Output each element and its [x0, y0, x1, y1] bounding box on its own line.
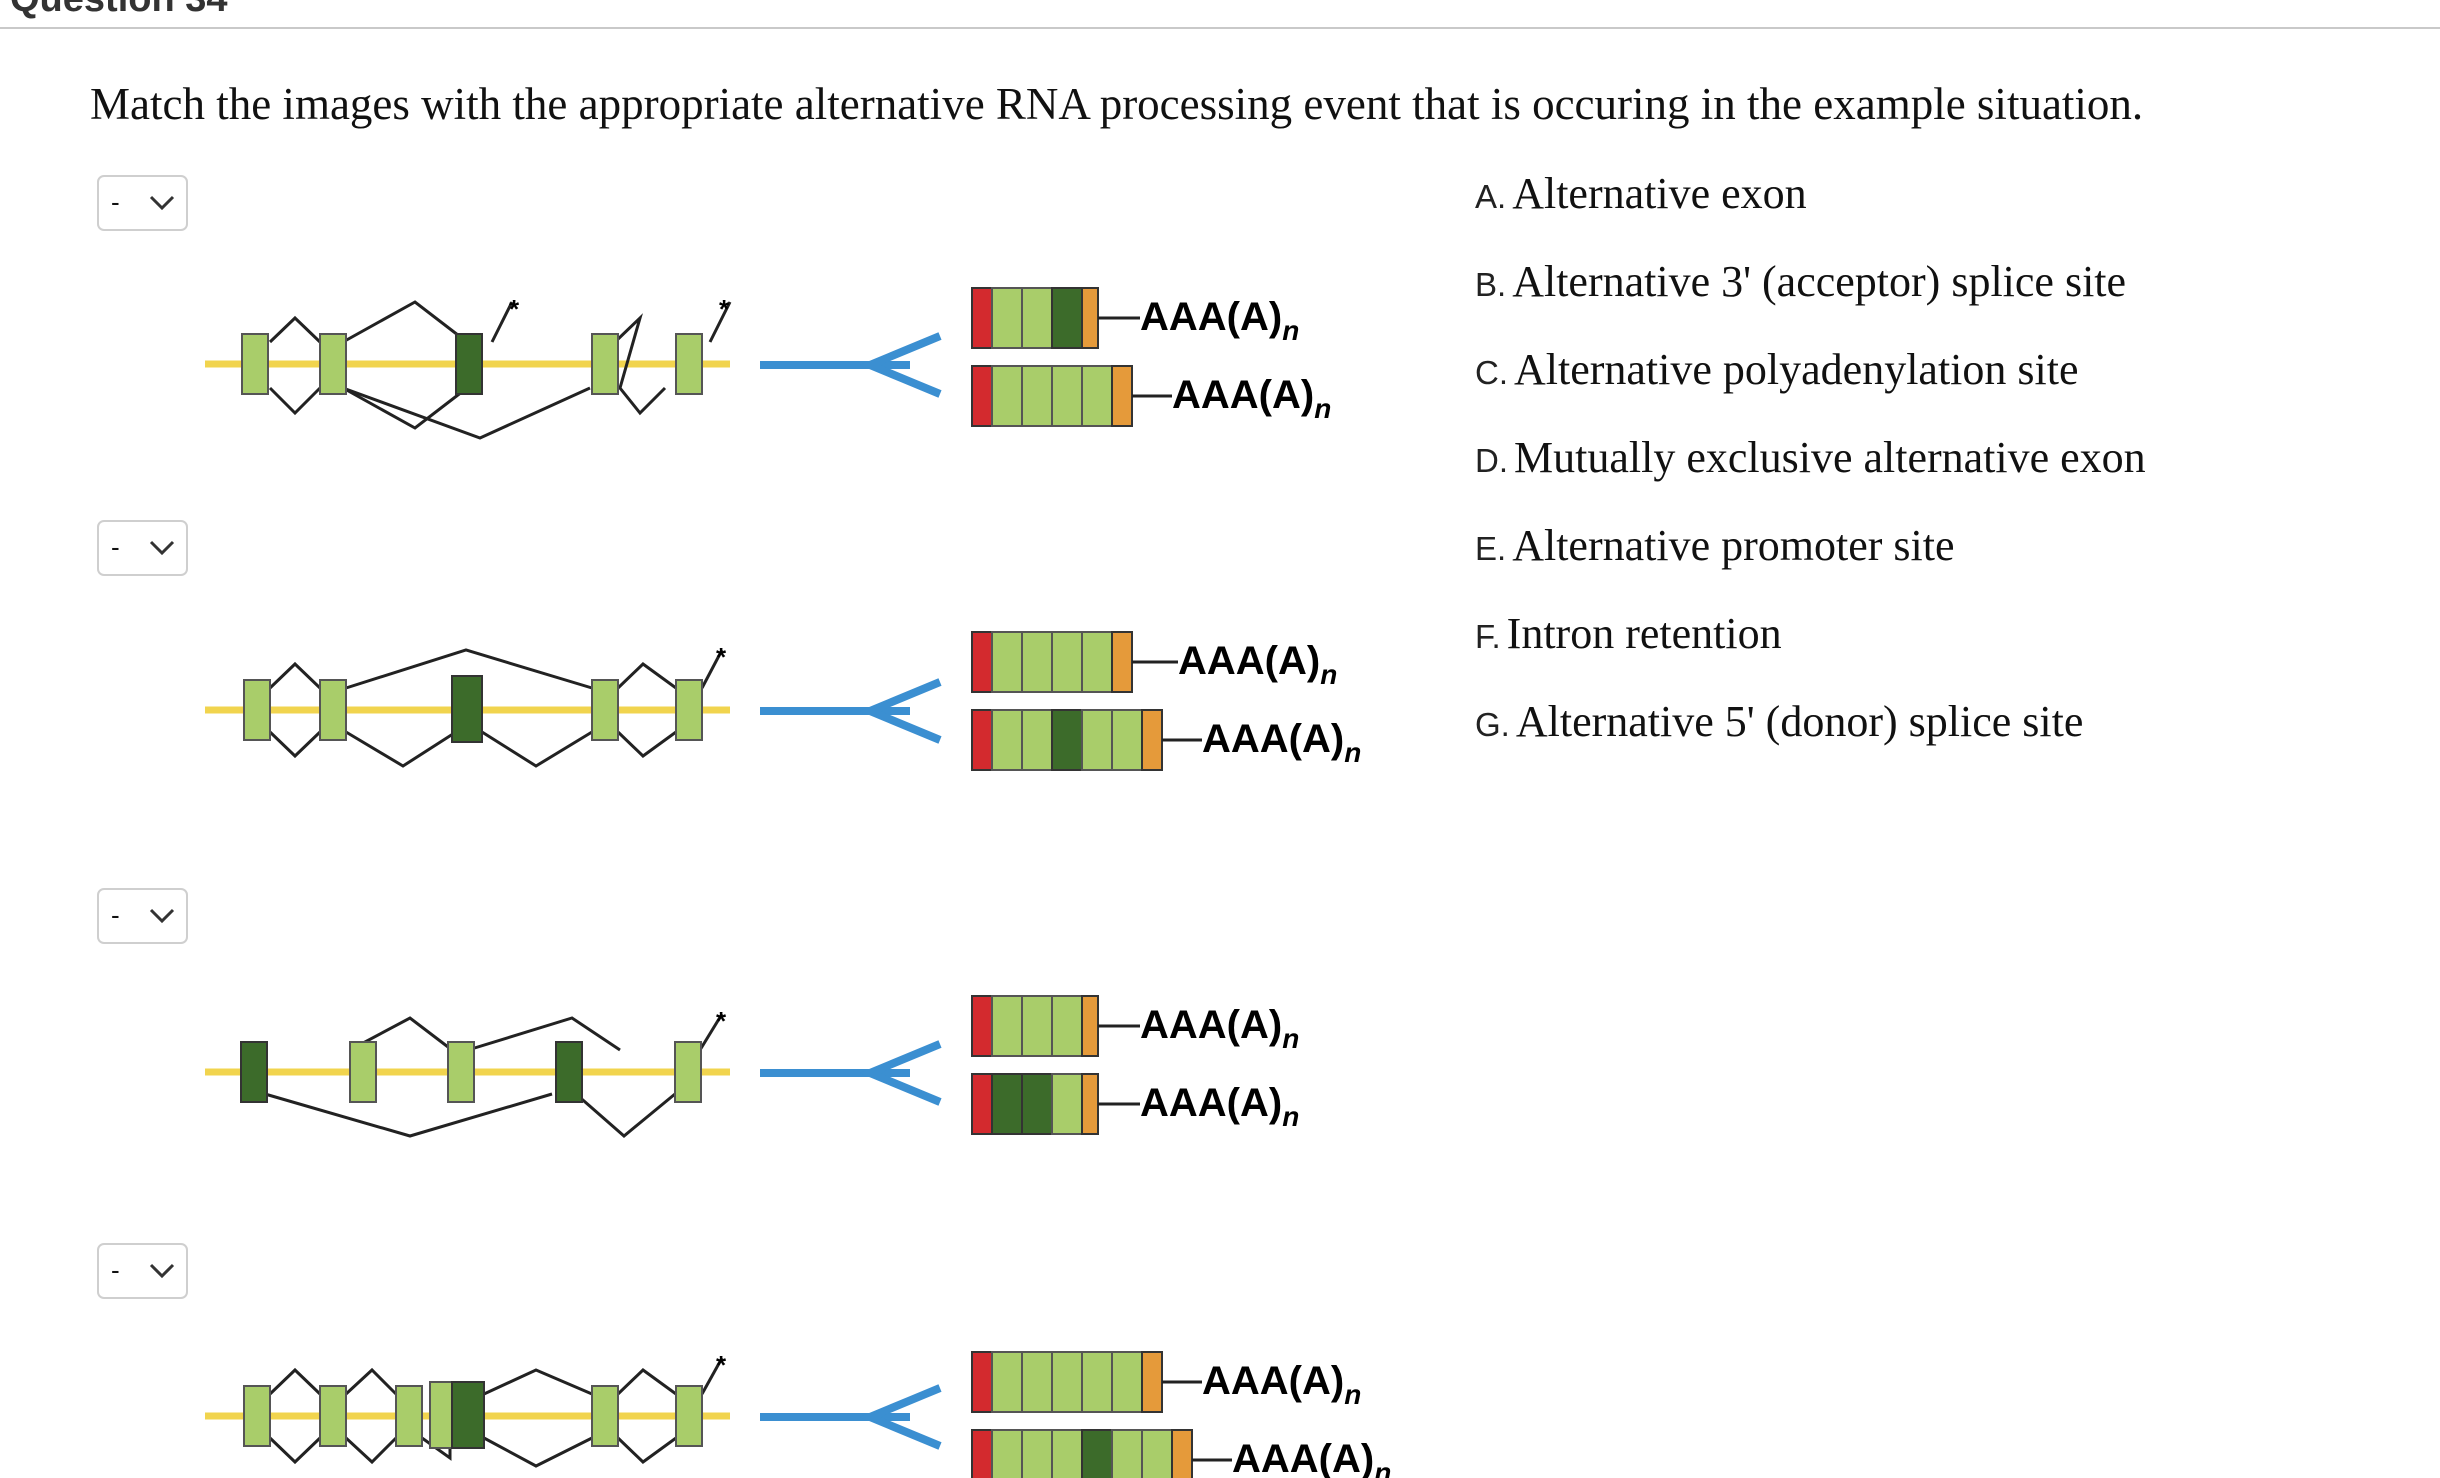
stop-marker: *: [719, 294, 730, 324]
polya-tail: AAA(A)n: [1140, 1081, 1299, 1132]
option-f: F.Intron retention: [1475, 609, 1782, 658]
polya-tail: AAA(A)n: [1172, 373, 1331, 424]
select-value: -: [111, 900, 120, 930]
option-e: E.Alternative promoter site: [1475, 521, 1955, 570]
stop-marker: *: [716, 1006, 727, 1036]
polya-tail: AAA(A)n: [1232, 1437, 1391, 1478]
option-a: A.Alternative exon: [1475, 169, 1807, 218]
select-value: -: [111, 532, 120, 562]
polya-tail: AAA(A)n: [1202, 717, 1361, 768]
stop-marker: *: [716, 1350, 727, 1380]
chevron-down-icon: [149, 195, 175, 211]
polya-tail: AAA(A)n: [1140, 295, 1299, 346]
match-select-1[interactable]: -: [97, 175, 188, 231]
splicing-diagram-2: * AAA(A)n AAA(A)n: [205, 631, 1361, 771]
exon: [591, 333, 619, 395]
splicing-diagram-3: * AAA(A)n AAA(A)n: [205, 995, 1299, 1138]
question-title: Question 34: [10, 0, 228, 21]
option-g: G.Alternative 5' (donor) splice site: [1475, 697, 2084, 746]
question-prompt: Match the images with the appropriate al…: [90, 79, 2144, 129]
chevron-down-icon: [149, 540, 175, 556]
polya-tail: AAA(A)n: [1202, 1359, 1361, 1410]
splicing-diagram-4: * AAA(A)n AAA(A)n: [205, 1350, 1391, 1478]
chevron-down-icon: [149, 908, 175, 924]
option-d: D.Mutually exclusive alternative exon: [1475, 433, 2146, 482]
match-select-2[interactable]: -: [97, 520, 188, 576]
exon: [455, 333, 483, 395]
polya-tail: AAA(A)n: [1178, 639, 1337, 690]
stop-marker: *: [509, 294, 520, 324]
exon: [241, 333, 269, 395]
answer-options: A.Alternative exon B.Alternative 3' (acc…: [1475, 168, 2146, 784]
match-select-3[interactable]: -: [97, 888, 188, 944]
option-c: C.Alternative polyadenylation site: [1475, 345, 2079, 394]
match-select-4[interactable]: -: [97, 1243, 188, 1299]
select-value: -: [111, 187, 120, 217]
chevron-down-icon: [149, 1263, 175, 1279]
option-b: B.Alternative 3' (acceptor) splice site: [1475, 257, 2127, 306]
divider: [0, 27, 2440, 29]
exon: [319, 333, 347, 395]
exon: [675, 333, 703, 395]
select-value: -: [111, 1255, 120, 1285]
splicing-diagram-1: * * AAA(A)n AAA(A)n: [205, 287, 1331, 440]
polya-tail: AAA(A)n: [1140, 1003, 1299, 1054]
stop-marker: *: [716, 642, 727, 672]
